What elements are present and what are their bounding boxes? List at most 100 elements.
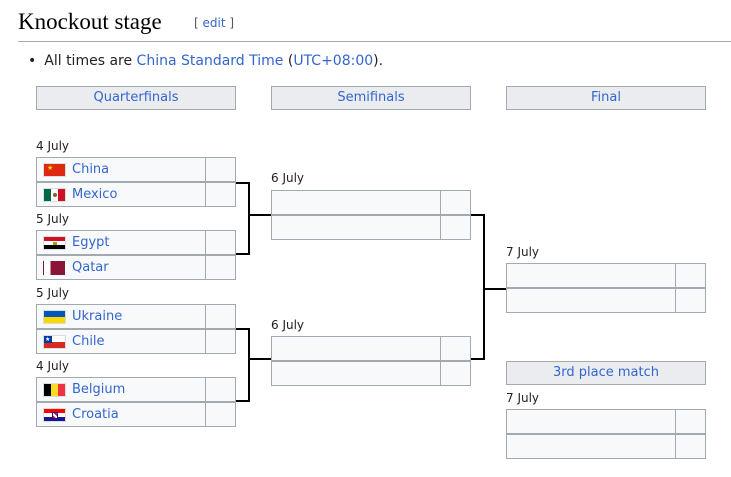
score-cell xyxy=(206,157,236,182)
bracket-line xyxy=(236,328,250,330)
team-cell: Belgium xyxy=(36,377,206,402)
bracket-line xyxy=(471,214,485,216)
bracket-line xyxy=(248,182,250,255)
team-cell: ★ China xyxy=(36,157,206,182)
team-cell xyxy=(271,215,441,240)
china-standard-time-link[interactable]: China Standard Time xyxy=(136,53,284,69)
score-cell xyxy=(206,182,236,207)
team-link-china[interactable]: China xyxy=(72,162,110,177)
third-place-header[interactable]: 3rd place match xyxy=(506,361,706,385)
edit-bracket-open: [ xyxy=(194,16,199,30)
third-team-a-row xyxy=(506,409,706,434)
score-cell xyxy=(441,336,471,361)
score-cell xyxy=(206,402,236,427)
note-suffix: ). xyxy=(373,53,384,69)
bracket-line xyxy=(483,288,506,290)
semifinals-header[interactable]: Semifinals xyxy=(271,86,471,110)
score-cell xyxy=(676,434,706,459)
third-place-date: 7 July xyxy=(506,391,540,405)
team-cell: Egypt xyxy=(36,230,206,255)
score-cell xyxy=(441,361,471,386)
china-flag-icon: ★ xyxy=(43,162,66,177)
team-cell xyxy=(271,336,441,361)
third-team-b-row xyxy=(506,434,706,459)
qf4-team-b-row: Croatia xyxy=(36,402,236,427)
section-title: Knockout stage xyxy=(18,9,162,34)
note-mid: ( xyxy=(283,53,294,69)
team-cell: Mexico xyxy=(36,182,206,207)
ukraine-flag-icon xyxy=(43,309,66,324)
belgium-flag-icon xyxy=(43,382,66,397)
sf1-team-a-row xyxy=(271,190,471,215)
bullet-icon: • xyxy=(28,53,37,69)
bracket-line xyxy=(236,253,250,255)
team-cell xyxy=(506,434,676,459)
score-cell xyxy=(676,409,706,434)
heading-divider xyxy=(18,41,731,42)
qf2-date: 5 July xyxy=(36,212,70,226)
team-cell: Croatia xyxy=(36,402,206,427)
bracket-line xyxy=(236,182,250,184)
note-prefix: All times are xyxy=(44,53,137,69)
score-cell xyxy=(441,215,471,240)
qf2-team-b-row: Qatar xyxy=(36,255,236,280)
score-cell xyxy=(676,288,706,313)
qf1-team-b-row: Mexico xyxy=(36,182,236,207)
bracket-line xyxy=(236,400,250,402)
team-cell: Ukraine xyxy=(36,304,206,329)
team-link-croatia[interactable]: Croatia xyxy=(72,407,119,422)
sf2-team-a-row xyxy=(271,336,471,361)
edit-section: [ edit ] xyxy=(194,16,234,30)
team-cell xyxy=(506,263,676,288)
qf3-team-a-row: Ukraine xyxy=(36,304,236,329)
bracket-line xyxy=(248,358,271,360)
edit-bracket-close: ] xyxy=(229,16,235,30)
score-cell xyxy=(206,230,236,255)
bracket-line xyxy=(248,328,250,402)
team-link-chile[interactable]: Chile xyxy=(72,334,105,349)
score-cell xyxy=(206,304,236,329)
sf1-team-b-row xyxy=(271,215,471,240)
timezone-note: • All times are China Standard Time (UTC+… xyxy=(28,51,383,71)
utc-link[interactable]: UTC+08:00 xyxy=(293,53,374,69)
chile-flag-icon: ★ xyxy=(43,334,66,349)
team-link-qatar[interactable]: Qatar xyxy=(72,260,109,275)
team-cell xyxy=(506,409,676,434)
sf2-team-b-row xyxy=(271,361,471,386)
team-cell xyxy=(271,361,441,386)
final-header[interactable]: Final xyxy=(506,86,706,110)
qf1-date: 4 July xyxy=(36,139,70,153)
team-cell xyxy=(506,288,676,313)
final-date: 7 July xyxy=(506,245,540,259)
team-link-belgium[interactable]: Belgium xyxy=(72,382,126,397)
qf2-team-a-row: Egypt xyxy=(36,230,236,255)
qf4-team-a-row: Belgium xyxy=(36,377,236,402)
sf1-date: 6 July xyxy=(271,171,305,185)
bracket-line xyxy=(471,358,485,360)
team-link-ukraine[interactable]: Ukraine xyxy=(72,309,123,324)
score-cell xyxy=(206,255,236,280)
bracket-line xyxy=(483,214,485,360)
qf1-team-a-row: ★ China xyxy=(36,157,236,182)
final-team-a-row xyxy=(506,263,706,288)
score-cell xyxy=(206,329,236,354)
egypt-flag-icon xyxy=(43,235,66,250)
edit-link[interactable]: edit xyxy=(202,16,226,30)
final-team-b-row xyxy=(506,288,706,313)
mexico-flag-icon xyxy=(43,187,66,202)
sf2-date: 6 July xyxy=(271,318,305,332)
team-cell xyxy=(271,190,441,215)
croatia-flag-icon xyxy=(43,407,66,422)
qatar-flag-icon xyxy=(43,260,66,275)
qf3-team-b-row: ★ Chile xyxy=(36,329,236,354)
team-cell: ★ Chile xyxy=(36,329,206,354)
team-cell: Qatar xyxy=(36,255,206,280)
bracket-line xyxy=(248,214,271,216)
team-link-egypt[interactable]: Egypt xyxy=(72,235,110,250)
score-cell xyxy=(206,377,236,402)
score-cell xyxy=(676,263,706,288)
qf3-date: 5 July xyxy=(36,286,70,300)
qf4-date: 4 July xyxy=(36,359,70,373)
quarterfinals-header[interactable]: Quarterfinals xyxy=(36,86,236,110)
team-link-mexico[interactable]: Mexico xyxy=(72,187,118,202)
